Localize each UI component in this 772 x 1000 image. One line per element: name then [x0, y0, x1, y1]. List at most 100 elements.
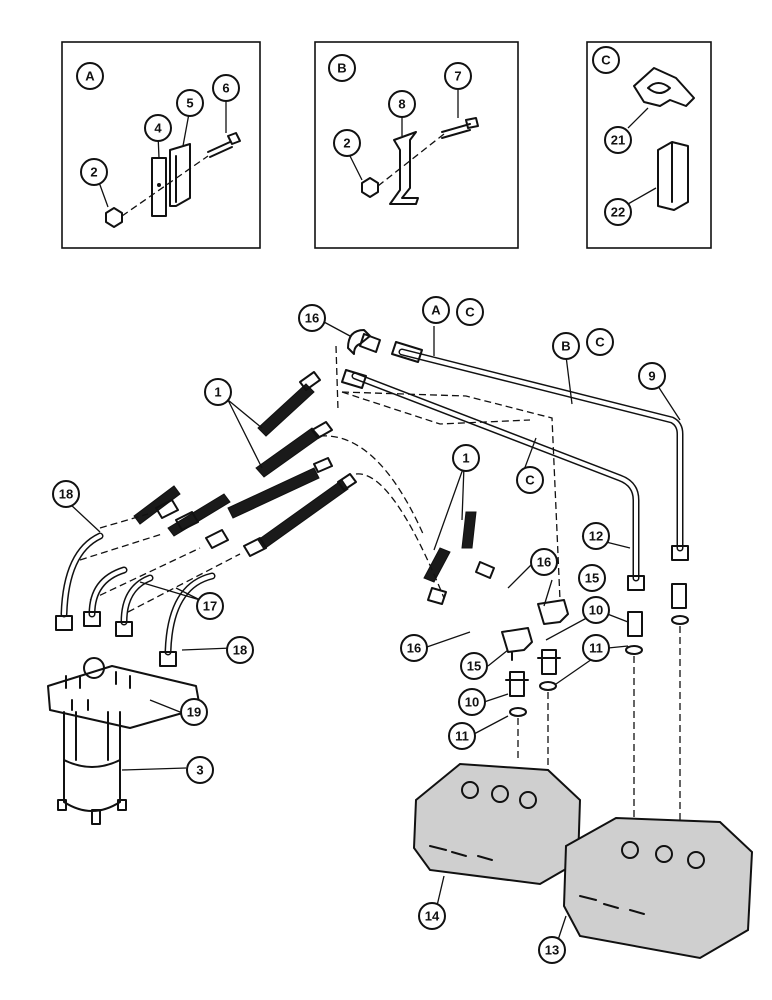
svg-text:10: 10	[465, 695, 479, 710]
assembly-line	[377, 133, 445, 187]
callout-16: 16	[400, 634, 428, 662]
view-ref-c: C	[586, 328, 614, 356]
svg-text:9: 9	[648, 369, 655, 384]
svg-text:7: 7	[454, 69, 461, 84]
callout-18: 18	[226, 636, 254, 664]
svg-text:11: 11	[455, 729, 469, 744]
inset-b-frame	[314, 41, 519, 249]
callout-10: 10	[582, 596, 610, 624]
svg-text:2: 2	[90, 165, 97, 180]
view-ref-a: A	[422, 296, 450, 324]
svg-text:17: 17	[203, 599, 217, 614]
angle-bracket-part	[389, 131, 419, 205]
svg-text:C: C	[465, 305, 475, 320]
elbow-16-top	[347, 329, 371, 355]
view-label-b: B	[328, 54, 356, 82]
svg-text:14: 14	[425, 909, 440, 924]
callout-2: 2	[80, 158, 108, 186]
callout-8: 8	[388, 90, 416, 118]
svg-text:11: 11	[589, 641, 603, 656]
callout-18: 18	[52, 480, 80, 508]
callout-1: 1	[204, 378, 232, 406]
o-ring-11-upper	[625, 645, 643, 655]
connector-10-lower	[505, 671, 529, 697]
callout-1: 1	[452, 444, 480, 472]
view-ref-c: C	[516, 466, 544, 494]
callout-16: 16	[298, 304, 326, 332]
bolt-part	[207, 132, 241, 158]
svg-text:15: 15	[467, 659, 481, 674]
svg-text:C: C	[595, 335, 605, 350]
tube-12-nut	[627, 575, 645, 591]
callout-11: 11	[448, 722, 476, 750]
tube-9-nut	[671, 545, 689, 561]
svg-text:10: 10	[589, 603, 603, 618]
svg-text:C: C	[525, 473, 535, 488]
svg-text:1: 1	[462, 451, 469, 466]
view-ref-b: B	[552, 332, 580, 360]
view-ref-c: C	[456, 298, 484, 326]
nut-part	[105, 207, 123, 228]
connector-10-mid	[537, 649, 561, 675]
svg-text:15: 15	[585, 571, 599, 586]
svg-text:B: B	[561, 339, 570, 354]
svg-text:B: B	[337, 61, 346, 76]
filter-body-3	[63, 711, 121, 812]
callout-4: 4	[144, 114, 172, 142]
svg-text:16: 16	[537, 555, 551, 570]
assembly-line	[121, 155, 209, 217]
callout-19: 19	[180, 698, 208, 726]
inset-a-frame	[61, 41, 261, 249]
clamp-part	[633, 67, 695, 107]
view-label-a: A	[76, 62, 104, 90]
svg-text:A: A	[85, 69, 95, 84]
callout-9: 9	[638, 362, 666, 390]
svg-text:C: C	[601, 53, 611, 68]
svg-text:12: 12	[589, 529, 603, 544]
tube-couplings	[341, 341, 423, 389]
inset-c-frame	[586, 41, 712, 249]
view-label-c: C	[592, 46, 620, 74]
svg-text:1: 1	[214, 385, 221, 400]
svg-text:16: 16	[407, 641, 421, 656]
svg-text:6: 6	[222, 81, 229, 96]
svg-text:2: 2	[343, 136, 350, 151]
callout-13: 13	[538, 936, 566, 964]
svg-text:21: 21	[611, 133, 625, 148]
svg-text:18: 18	[59, 487, 73, 502]
flex-hoses	[133, 383, 477, 583]
filter-head-19	[47, 665, 201, 729]
bolt-part	[441, 117, 479, 139]
callout-7: 7	[444, 62, 472, 90]
svg-text:8: 8	[398, 97, 405, 112]
callout-2: 2	[333, 129, 361, 157]
elbow-15-upper	[537, 599, 569, 625]
callout-16: 16	[530, 548, 558, 576]
o-ring-11-lower	[509, 707, 527, 717]
u-bracket-part	[169, 143, 191, 207]
elbow-15-lower	[501, 627, 533, 661]
svg-text:4: 4	[154, 121, 162, 136]
svg-text:A: A	[431, 303, 441, 318]
callout-15: 15	[578, 564, 606, 592]
svg-text:5: 5	[186, 96, 193, 111]
callout-15: 15	[460, 652, 488, 680]
callout-17: 17	[196, 592, 224, 620]
inset-b: B 2 8 7	[314, 41, 519, 249]
valve-bank-14	[412, 762, 582, 886]
inset-c: C 21 22	[586, 41, 712, 249]
callout-10: 10	[458, 688, 486, 716]
nut-part	[361, 177, 379, 198]
callout-11: 11	[582, 634, 610, 662]
callout-22: 22	[604, 198, 632, 226]
connector-10-upper	[627, 611, 643, 637]
svg-text:16: 16	[305, 311, 319, 326]
callout-12: 12	[582, 522, 610, 550]
channel-part	[657, 141, 689, 211]
callout-21: 21	[604, 126, 632, 154]
svg-text:18: 18	[233, 643, 247, 658]
callout-14: 14	[418, 902, 446, 930]
inset-a: A 2 4 5 6	[61, 41, 261, 249]
svg-text:13: 13	[545, 943, 559, 958]
